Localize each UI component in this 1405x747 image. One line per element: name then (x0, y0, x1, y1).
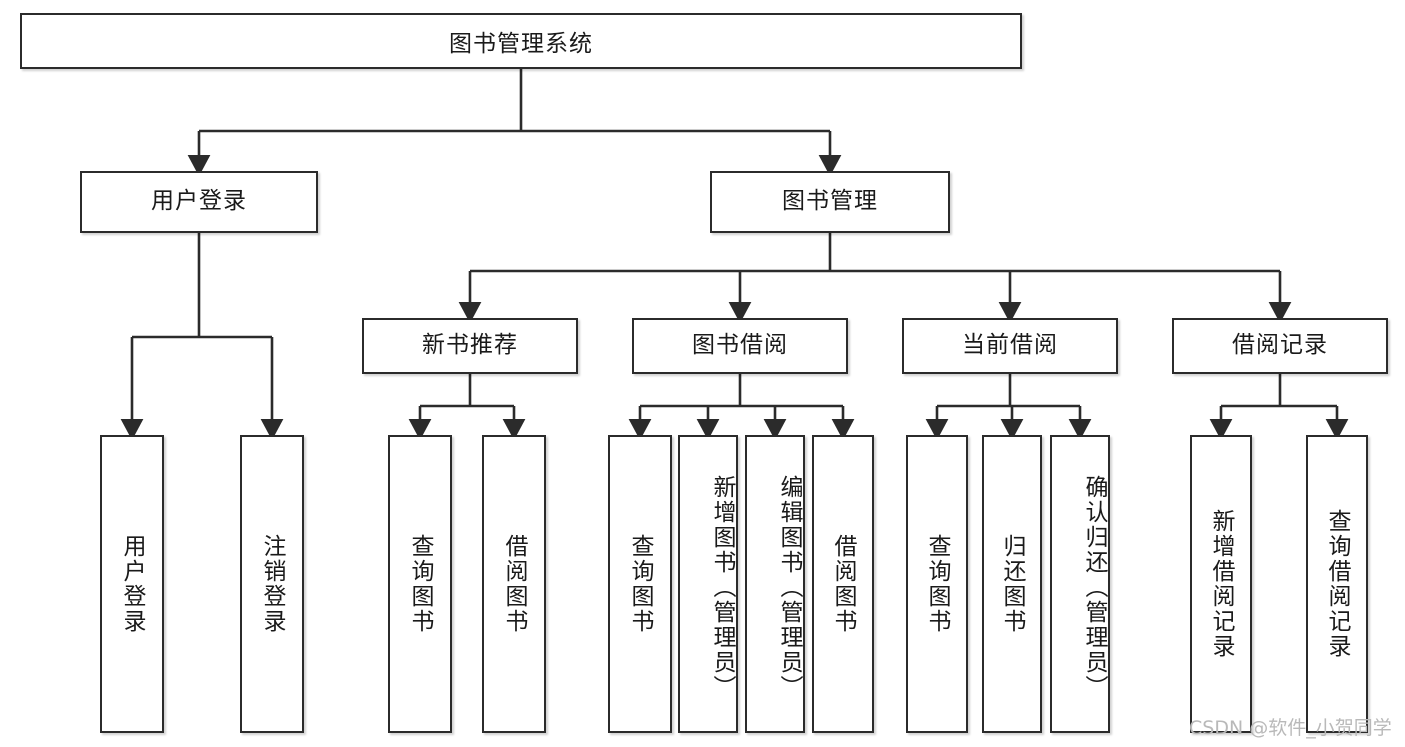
leaf-rec-borrow-book[interactable]: 借阅图书 (482, 435, 546, 733)
leaf-borrow-add-book[interactable]: 新增图书（管理员） (678, 435, 738, 733)
leaf-current-query-book-label: 查询图书 (924, 534, 951, 634)
leaf-borrow-lend-book-label: 借阅图书 (830, 534, 857, 634)
leaf-user-login[interactable]: 用户登录 (100, 435, 164, 733)
leaf-user-logout-label: 注销登录 (259, 534, 286, 634)
node-new-book-rec-label: 新书推荐 (422, 332, 518, 359)
node-user-login[interactable]: 用户登录 (80, 171, 318, 233)
node-book-manage[interactable]: 图书管理 (710, 171, 950, 233)
leaf-borrow-add-book-label: 新增图书（管理员） (709, 474, 735, 700)
leaf-borrow-query-book-label: 查询图书 (627, 534, 654, 634)
node-current-borrow[interactable]: 当前借阅 (902, 318, 1118, 374)
leaf-user-logout[interactable]: 注销登录 (240, 435, 304, 733)
leaf-current-return-book-label: 归还图书 (999, 534, 1026, 634)
leaf-rec-query-book-label: 查询图书 (407, 534, 434, 634)
leaf-current-confirm-return-label: 确认归还（管理员） (1081, 474, 1107, 700)
csdn-watermark: CSDN @软件_小贺同学 (1189, 717, 1392, 739)
leaf-borrow-query-book[interactable]: 查询图书 (608, 435, 672, 733)
node-current-borrow-label: 当前借阅 (962, 332, 1058, 359)
leaf-borrow-edit-book[interactable]: 编辑图书（管理员） (745, 435, 805, 733)
node-book-borrow[interactable]: 图书借阅 (632, 318, 848, 374)
leaf-record-add[interactable]: 新增借阅记录 (1190, 435, 1252, 733)
node-new-book-rec[interactable]: 新书推荐 (362, 318, 578, 374)
leaf-borrow-edit-book-label: 编辑图书（管理员） (776, 474, 802, 700)
leaf-current-confirm-return[interactable]: 确认归还（管理员） (1050, 435, 1110, 733)
node-book-manage-label: 图书管理 (782, 188, 878, 215)
node-root-label: 图书管理系统 (449, 31, 593, 57)
leaf-rec-query-book[interactable]: 查询图书 (388, 435, 452, 733)
leaf-current-return-book[interactable]: 归还图书 (982, 435, 1042, 733)
leaf-record-search[interactable]: 查询借阅记录 (1306, 435, 1368, 733)
node-book-borrow-label: 图书借阅 (692, 332, 788, 359)
node-root-system[interactable]: 图书管理系统 (20, 13, 1022, 69)
leaf-borrow-lend-book[interactable]: 借阅图书 (812, 435, 874, 733)
node-borrow-record[interactable]: 借阅记录 (1172, 318, 1388, 374)
leaf-user-login-label: 用户登录 (119, 534, 146, 634)
leaf-record-add-label: 新增借阅记录 (1208, 509, 1235, 659)
node-user-login-label: 用户登录 (151, 188, 247, 215)
leaf-current-query-book[interactable]: 查询图书 (906, 435, 968, 733)
leaf-record-search-label: 查询借阅记录 (1324, 509, 1351, 659)
node-borrow-record-label: 借阅记录 (1232, 332, 1328, 359)
leaf-rec-borrow-book-label: 借阅图书 (501, 534, 528, 634)
